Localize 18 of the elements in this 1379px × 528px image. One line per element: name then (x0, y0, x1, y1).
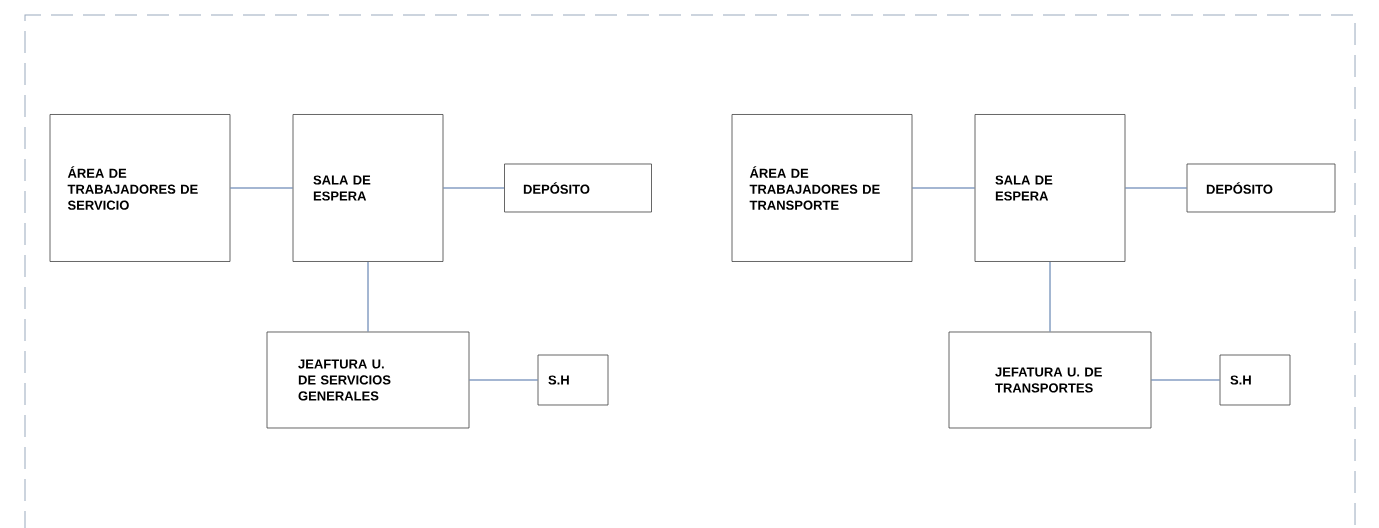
room-box: DEPÓSITO (1186, 163, 1336, 213)
connector-line (229, 187, 294, 189)
room-box: S.H (1219, 354, 1291, 406)
connector-line (442, 187, 505, 189)
room-box: SALA DE ESPERA (974, 114, 1126, 262)
connector-line (911, 187, 976, 189)
connector-line (367, 261, 369, 333)
room-box: S.H (537, 354, 609, 406)
connector-line (468, 379, 539, 381)
connector-line (1049, 261, 1051, 333)
connector-line (1124, 187, 1188, 189)
room-box: JEAFTURA U. DE SERVICIOS GENERALES (266, 331, 470, 429)
room-box: ÁREA DE TRABAJADORES DE SERVICIO (49, 114, 231, 262)
room-box: JEFATURA U. DE TRANSPORTES (948, 331, 1152, 429)
connector-line (1150, 379, 1221, 381)
room-box: SALA DE ESPERA (292, 114, 444, 262)
room-box: DEPÓSITO (504, 163, 652, 213)
room-box: ÁREA DE TRABAJADORES DE TRANSPORTE (731, 114, 913, 262)
